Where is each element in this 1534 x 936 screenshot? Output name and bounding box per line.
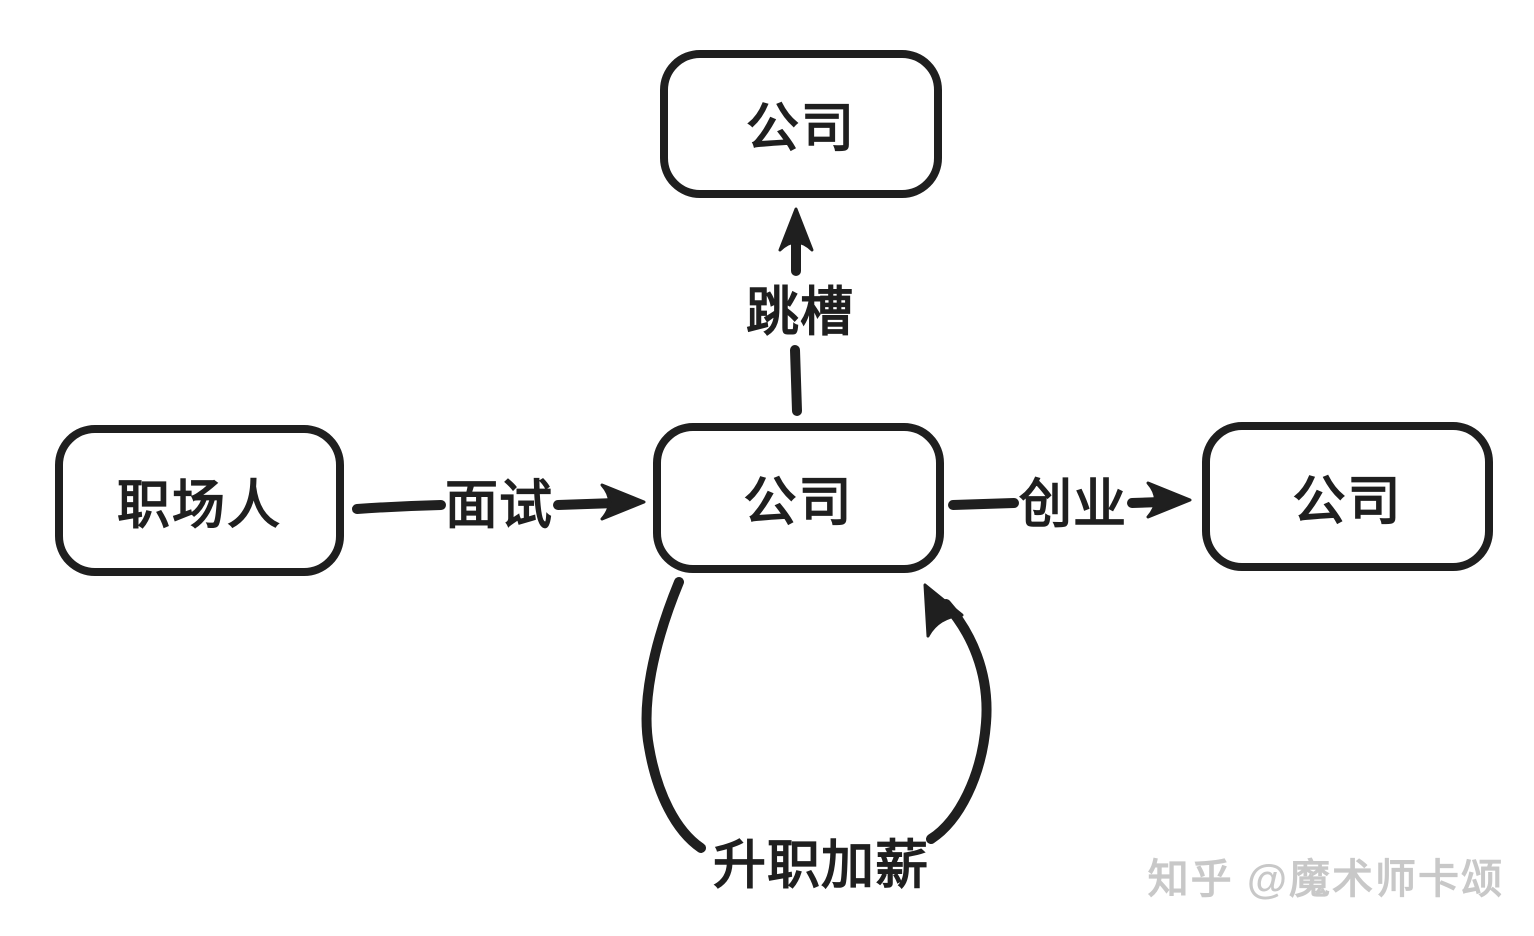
node-company-right: 公司 xyxy=(1202,422,1493,571)
edge-label-job-hop: 跳槽 xyxy=(746,283,854,342)
node-company-top: 公司 xyxy=(660,50,942,198)
node-worker: 职场人 xyxy=(55,425,344,576)
edge-label-promotion-raise: 升职加薪 xyxy=(713,836,929,895)
edge-label-startup: 创业 xyxy=(1019,475,1127,534)
watermark: 知乎 @魔术师卡颂 xyxy=(1147,856,1504,902)
node-company-center-label: 公司 xyxy=(743,473,854,532)
edge-startup-arrow xyxy=(948,481,1192,519)
edge-promotion-loop xyxy=(641,577,992,853)
edge-interview-arrow xyxy=(352,483,646,521)
edge-job-hop-arrow xyxy=(778,207,814,416)
edge-label-interview: 面试 xyxy=(445,476,553,535)
node-company-top-label: 公司 xyxy=(746,99,856,158)
node-worker-label: 职场人 xyxy=(117,475,282,535)
node-company-center: 公司 xyxy=(653,423,944,573)
node-company-right-label: 公司 xyxy=(1292,471,1403,531)
